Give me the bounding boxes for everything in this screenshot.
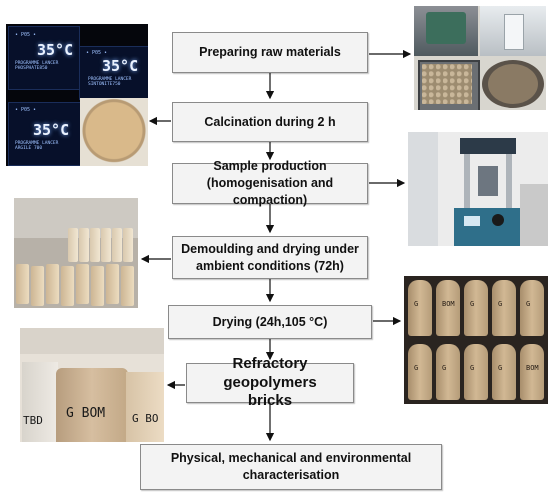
display-temperature: 35°C: [33, 121, 70, 139]
sample-cylinder: [79, 228, 89, 262]
display-header: • P05 •: [15, 107, 37, 113]
brick-label-1: TBD: [23, 414, 43, 427]
step-sample-production: Sample production (homogenisation and co…: [172, 159, 368, 207]
display-program: PROGRAMME LANCER PHOSPHATE850: [15, 61, 59, 72]
sample-cylinder: [121, 266, 134, 306]
brick-label-3: G BO: [132, 412, 159, 425]
dried-cylinder: [520, 280, 544, 336]
sample-cylinder: [101, 228, 111, 262]
step-demoulding-drying: Demoulding and drying under ambient cond…: [172, 236, 368, 279]
step-label: Demoulding and drying under ambient cond…: [181, 241, 359, 273]
sample-label: G: [442, 364, 447, 372]
step-preparing-raw-materials: Preparing raw materials: [172, 32, 368, 73]
sample-cylinder: [90, 228, 100, 262]
photo-demoulded-samples: [14, 198, 138, 308]
sample-cylinder: [106, 264, 119, 304]
photo-dried-samples: G BOM G G G G G G G BOM: [404, 276, 548, 404]
sample-label: BOM: [442, 300, 455, 308]
photo-compaction-press: [408, 132, 548, 246]
sample-label: G: [414, 364, 419, 372]
step-label: Preparing raw materials: [199, 45, 341, 60]
furnace-display-2: • P05 • 35°C PROGRAMME LANCER SINTONITE7…: [79, 46, 148, 100]
dried-cylinder: [492, 344, 516, 400]
dried-cylinder: [520, 344, 544, 400]
sample-label: G: [526, 300, 531, 308]
dried-cylinder: [408, 280, 432, 336]
display-temperature: 35°C: [37, 41, 74, 59]
sample-label: G: [498, 364, 503, 372]
photo-furnace-displays: • P05 • 35°C PROGRAMME LANCER PHOSPHATE8…: [6, 24, 148, 166]
calcined-powder-dish: [80, 98, 148, 166]
dried-cylinder: [464, 344, 488, 400]
step-label: Refractory geopolymers bricks: [223, 354, 317, 410]
sample-cylinder: [46, 264, 59, 304]
step-calcination: Calcination during 2 h: [172, 102, 368, 142]
step-characterisation: Physical, mechanical and environmental c…: [140, 444, 442, 490]
photo-raw-materials: [414, 6, 546, 110]
sample-cylinder: [68, 228, 78, 262]
step-label: Calcination during 2 h: [204, 114, 336, 129]
display-header: • P05 •: [86, 50, 108, 56]
display-header: • P05 •: [15, 32, 37, 38]
step-refractory-bricks: Refractory geopolymers bricks: [186, 355, 354, 409]
display-temperature: 35°C: [102, 57, 139, 75]
step-label: Physical, mechanical and environmental c…: [170, 451, 412, 482]
step-label: Drying (24h,105 °C): [212, 314, 328, 329]
sample-cylinder: [91, 266, 104, 306]
sample-cylinder: [31, 266, 44, 306]
sample-label: G: [470, 364, 475, 372]
sample-label: BOM: [526, 364, 539, 372]
furnace-display-3: • P05 • 35°C PROGRAMME LANCER ARGILE 700: [8, 102, 82, 166]
display-program: PROGRAMME LANCER ARGILE 700: [15, 141, 59, 152]
sample-label: G: [414, 300, 419, 308]
brick-label-2: G BOM: [66, 406, 106, 421]
photo-geopolymer-bricks: TBD G BOM G BO: [20, 328, 164, 442]
step-label: Sample production (homogenisation and co…: [206, 159, 334, 207]
display-program: PROGRAMME LANCER SINTONITE750: [88, 77, 132, 88]
dried-cylinder: [436, 280, 460, 336]
sample-cylinder: [61, 266, 74, 306]
sample-cylinder: [76, 264, 89, 304]
dried-cylinder: [408, 344, 432, 400]
sample-label: G: [498, 300, 503, 308]
dried-cylinder: [492, 280, 516, 336]
step-drying-oven: Drying (24h,105 °C): [168, 305, 372, 339]
sample-cylinder: [112, 228, 122, 262]
dried-cylinder: [436, 344, 460, 400]
sample-cylinder: [123, 228, 133, 262]
sample-cylinder: [16, 264, 29, 304]
sample-label: G: [470, 300, 475, 308]
dried-cylinder: [464, 280, 488, 336]
